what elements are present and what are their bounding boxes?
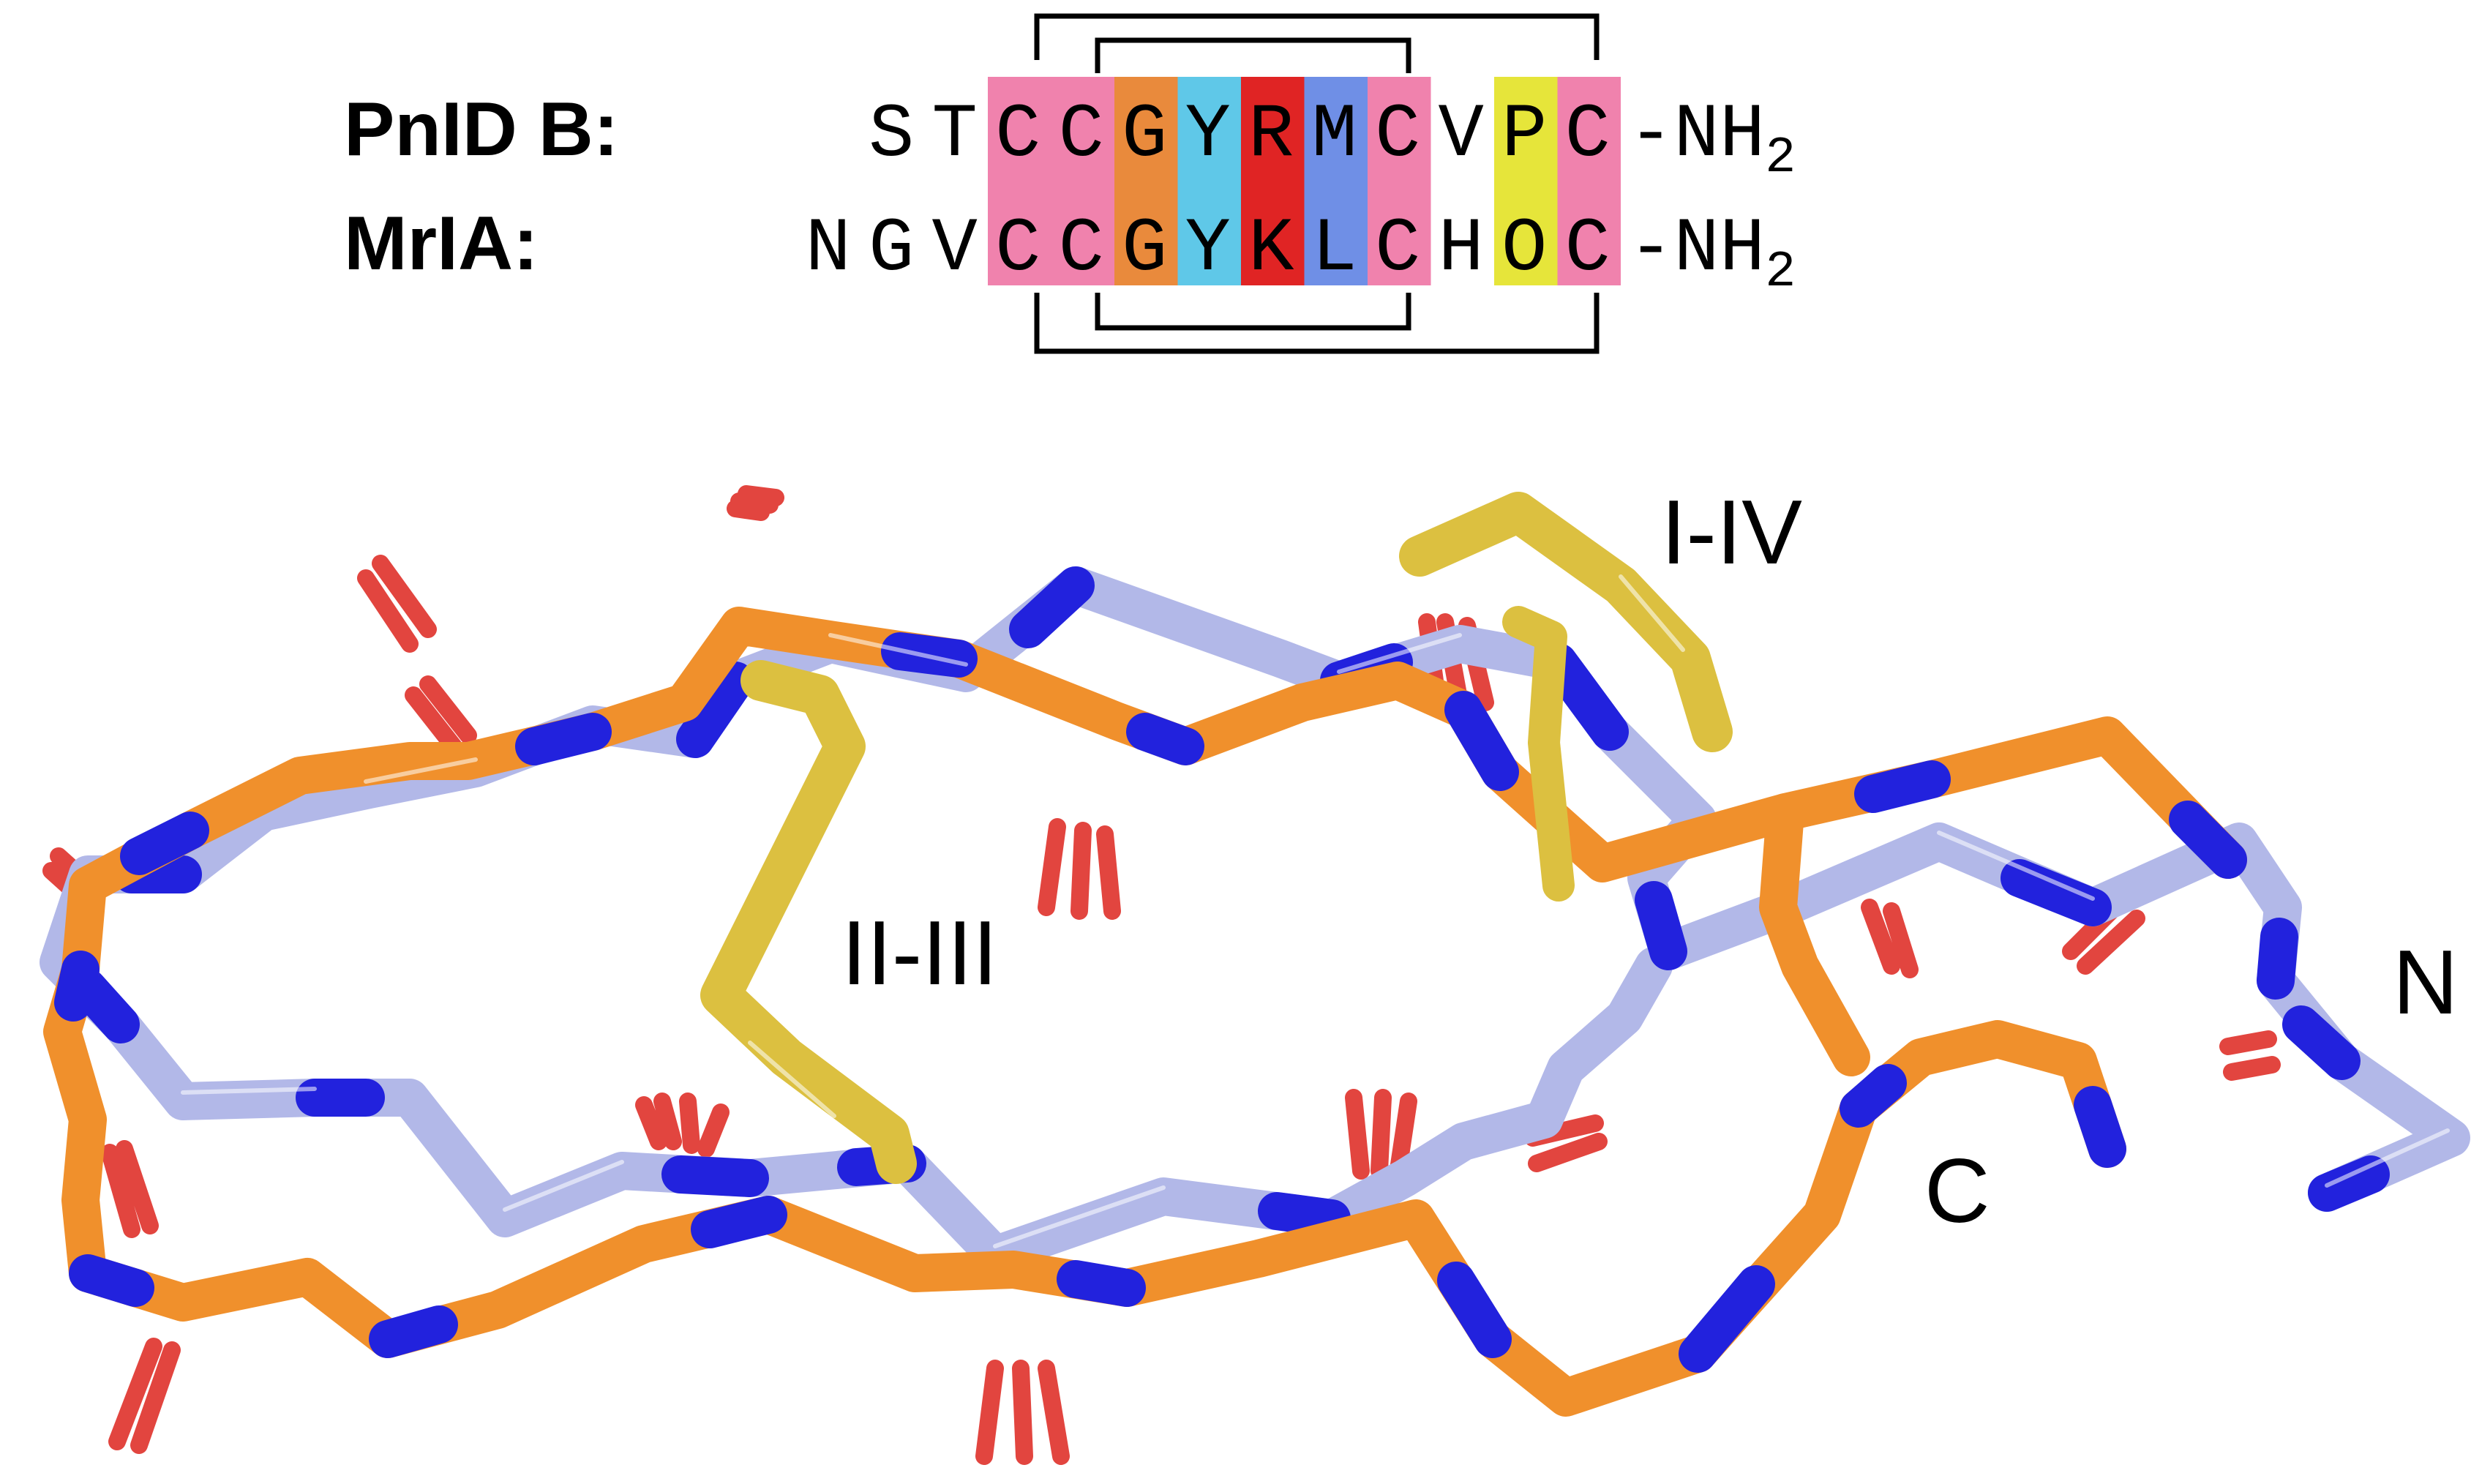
residue: O (1501, 206, 1547, 293)
mria-terminus-sub: 2 (1765, 244, 1796, 301)
residue: L (1312, 206, 1357, 293)
disulfide-I-IV (1399, 492, 1733, 752)
residue: G (1122, 92, 1167, 179)
disulfide-II-III (700, 660, 917, 1184)
residue: T (932, 92, 978, 179)
stick-highlights (181, 574, 2450, 1248)
residue: C (995, 92, 1040, 179)
peptide-stick-overlay: I-IV II-III N C (40, 482, 2470, 1465)
residue: H (1439, 206, 1484, 293)
bracket-top-outer (1034, 13, 1600, 60)
alignment-column (1368, 77, 1431, 285)
bracket-top-inner (1095, 37, 1411, 73)
alignment-column (1494, 77, 1558, 285)
residue: G (1122, 206, 1167, 293)
alignment-column (1304, 77, 1368, 285)
pnidb-terminus-nh: -NH (1628, 92, 1765, 179)
residue: V (932, 206, 978, 293)
pnidb-terminus-sub: 2 (1765, 130, 1796, 187)
residue: C (1059, 206, 1104, 293)
residue: C (1059, 92, 1104, 179)
residue: C (1375, 92, 1420, 179)
residue: C (1565, 206, 1611, 293)
disulfide-bonds (700, 492, 1733, 1184)
residue: S (869, 92, 914, 179)
mria-label: MrIA: (344, 201, 539, 286)
residue: Y (1185, 92, 1231, 179)
residue: P (1501, 92, 1547, 179)
residue: Y (1185, 206, 1231, 293)
alignment-column (988, 77, 1051, 285)
residue: V (1439, 92, 1484, 179)
mria-terminus-nh: -NH (1628, 206, 1765, 293)
carbonyl-oxygens (42, 485, 2281, 1465)
label-disulfide-I-IV: I-IV (1661, 482, 1802, 583)
residue: R (1248, 92, 1294, 179)
bracket-bottom-outer (1034, 293, 1600, 354)
alignment-column (1051, 77, 1114, 285)
residue: G (869, 206, 914, 293)
residue: N (806, 206, 851, 293)
label-c-terminus: C (1924, 1141, 1990, 1242)
label-disulfide-II-III: II-III (841, 903, 998, 1004)
residue: K (1248, 206, 1294, 293)
residue: C (1375, 206, 1420, 293)
alignment-column (1241, 77, 1305, 285)
alignment-column (1177, 77, 1241, 285)
label-n-terminus: N (2393, 932, 2459, 1033)
pnidb-label: PnID B: (344, 87, 619, 172)
alignment-column (1557, 77, 1621, 285)
alignment-color-boxes (988, 77, 1621, 285)
residue: C (1565, 92, 1611, 179)
pnidb-terminus: -NH2 (1628, 92, 1796, 187)
residue: M (1312, 92, 1357, 179)
residue: C (995, 206, 1040, 293)
bracket-bottom-inner (1095, 293, 1411, 331)
alignment-column (1114, 77, 1178, 285)
pnidb-backbone (43, 607, 2247, 1417)
mria-terminus: -NH2 (1628, 206, 1796, 301)
